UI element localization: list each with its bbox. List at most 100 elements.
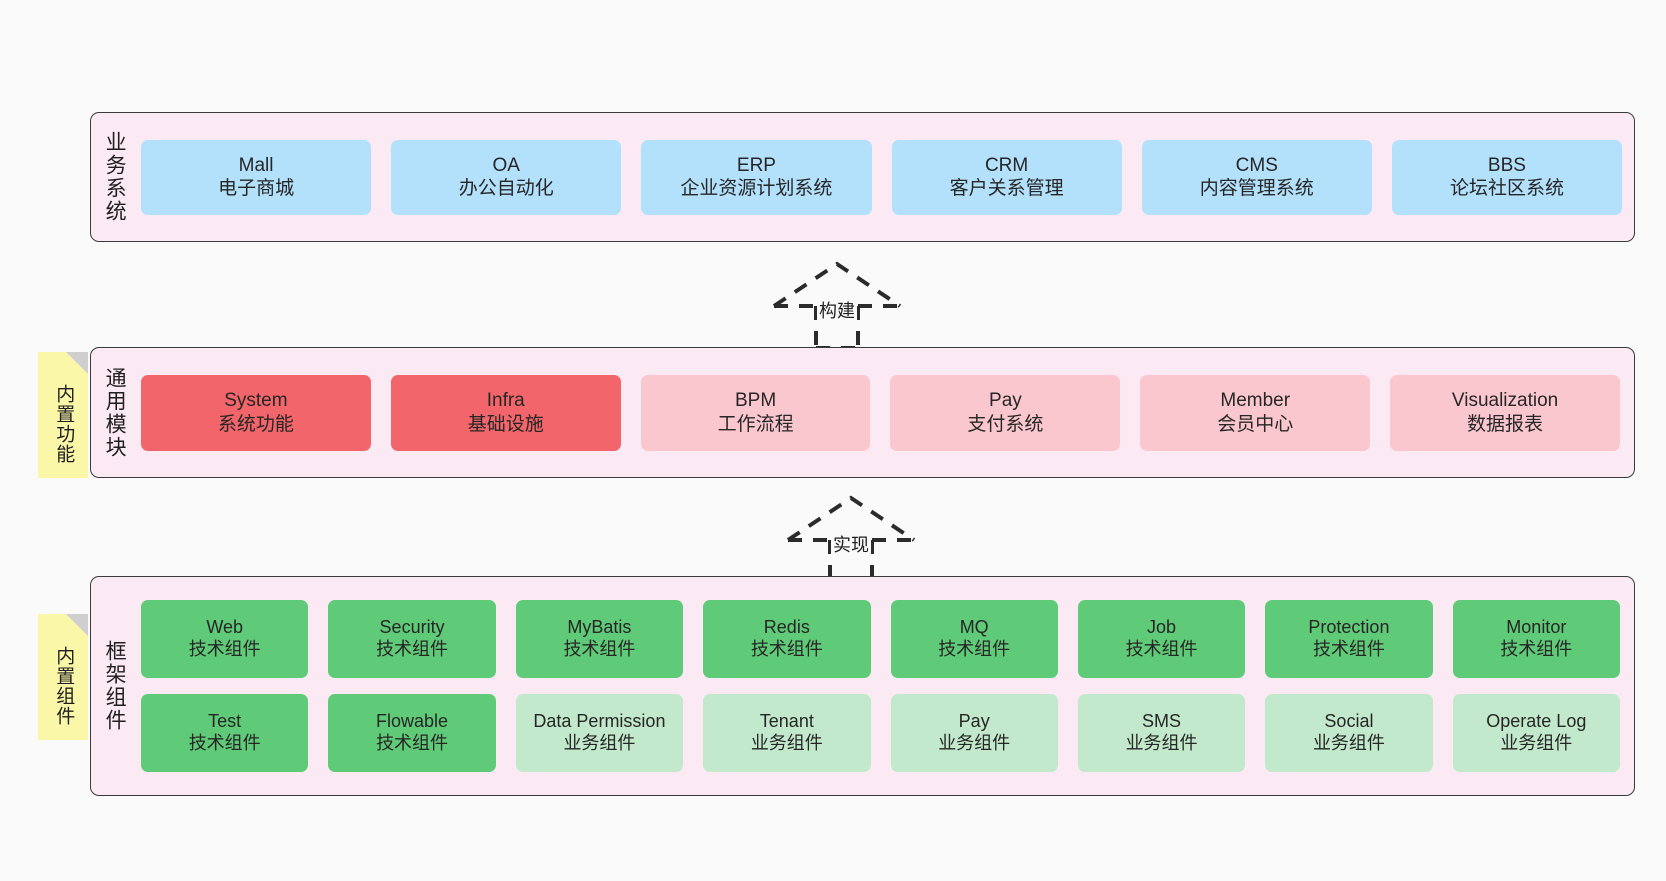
module-card-infra[interactable]: Infra 基础设施 — [390, 374, 621, 451]
sticky-note-builtin-functions: 内置功能 — [38, 352, 88, 478]
note-fold-corner-icon — [66, 614, 88, 636]
component-card-test[interactable]: Test 技术组件 — [141, 694, 309, 772]
generalization-arrow-realize: 实现 — [776, 492, 926, 584]
module-card-oa[interactable]: OA 办公自动化 — [391, 139, 622, 215]
component-name-cn: 技术组件 — [938, 639, 1011, 659]
layer-business-system: 业务系统 Mall 电子商城 OA 办公自动化 ERP 企业资源计划系统 CRM… — [90, 112, 1635, 242]
layer-title-framework-component: 框架组件 — [103, 640, 127, 732]
layer-title-business-system: 业务系统 — [103, 131, 127, 223]
module-card-member[interactable]: Member 会员中心 — [1140, 374, 1371, 451]
component-card-pay[interactable]: Pay 业务组件 — [890, 694, 1058, 772]
note-label: 内置功能 — [53, 384, 75, 464]
layer-framework-component: 框架组件 Web 技术组件 Security 技术组件 MyBatis 技术组件… — [90, 576, 1635, 796]
module-name-en: BPM — [734, 390, 777, 412]
module-card-system[interactable]: System 系统功能 — [141, 374, 371, 451]
module-card-bpm[interactable]: BPM 工作流程 — [640, 374, 871, 451]
component-name-cn: 技术组件 — [188, 733, 261, 753]
module-card-mall[interactable]: Mall 电子商城 — [141, 139, 372, 215]
component-name-en: Pay — [958, 711, 990, 732]
arrow-label-realize: 实现 — [831, 531, 871, 557]
layer-row: Mall 电子商城 OA 办公自动化 ERP 企业资源计划系统 CRM 客户关系… — [141, 139, 1623, 215]
component-card-sms[interactable]: SMS 业务组件 — [1077, 694, 1246, 772]
layer-common-module: 通用模块 System 系统功能 Infra 基础设施 BPM 工作流程 Pay… — [90, 347, 1635, 478]
component-name-cn: 技术组件 — [376, 639, 449, 659]
component-name-cn: 业务组件 — [938, 733, 1011, 753]
component-name-en: Social — [1324, 711, 1374, 732]
layer-row: System 系统功能 Infra 基础设施 BPM 工作流程 Pay 支付系统… — [141, 374, 1620, 451]
component-name-en: Operate Log — [1486, 711, 1587, 732]
component-card-protection[interactable]: Protection 技术组件 — [1265, 600, 1433, 678]
component-name-en: Data Permission — [533, 711, 666, 732]
module-name-en: OA — [492, 154, 520, 176]
component-card-operate-log[interactable]: Operate Log 业务组件 — [1452, 694, 1620, 772]
component-name-en: SMS — [1142, 711, 1182, 732]
module-card-bbs[interactable]: BBS 论坛社区系统 — [1391, 139, 1623, 215]
component-card-security[interactable]: Security 技术组件 — [328, 600, 496, 678]
module-name-cn: 会员中心 — [1217, 413, 1294, 435]
module-name-cn: 论坛社区系统 — [1449, 178, 1564, 199]
module-name-en: ERP — [736, 154, 776, 176]
component-name-cn: 业务组件 — [750, 733, 823, 753]
module-name-cn: 数据报表 — [1467, 413, 1544, 435]
component-card-mq[interactable]: MQ 技术组件 — [890, 600, 1058, 678]
layer-body-framework-component: Web 技术组件 Security 技术组件 MyBatis 技术组件 Redi… — [137, 577, 1634, 795]
generalization-arrow-build: 构建 — [762, 258, 912, 350]
module-name-en: CRM — [984, 154, 1029, 176]
module-name-cn: 企业资源计划系统 — [680, 178, 833, 199]
module-card-crm[interactable]: CRM 客户关系管理 — [891, 139, 1122, 215]
module-card-erp[interactable]: ERP 企业资源计划系统 — [641, 139, 872, 215]
module-name-cn: 电子商城 — [218, 178, 295, 199]
component-card-mybatis[interactable]: MyBatis 技术组件 — [515, 600, 684, 678]
module-name-cn: 基础设施 — [467, 413, 544, 435]
component-name-en: Web — [206, 617, 244, 638]
component-name-cn: 业务组件 — [563, 733, 636, 753]
component-name-en: Tenant — [759, 711, 814, 732]
component-card-web[interactable]: Web 技术组件 — [141, 600, 309, 678]
component-name-en: Job — [1147, 617, 1177, 638]
layer-row: Test 技术组件 Flowable 技术组件 Data Permission … — [141, 694, 1620, 772]
layer-title-common-module: 通用模块 — [103, 366, 127, 459]
component-card-social[interactable]: Social 业务组件 — [1265, 694, 1433, 772]
component-name-cn: 技术组件 — [188, 639, 261, 659]
component-card-monitor[interactable]: Monitor 技术组件 — [1452, 600, 1620, 678]
component-name-en: MyBatis — [567, 617, 632, 638]
component-name-en: Monitor — [1506, 617, 1567, 638]
module-name-cn: 工作流程 — [717, 413, 794, 435]
module-name-cn: 系统功能 — [217, 413, 294, 435]
module-name-en: Pay — [989, 390, 1022, 412]
component-name-en: Redis — [763, 617, 810, 638]
module-name-en: Member — [1220, 390, 1291, 412]
component-name-cn: 技术组件 — [563, 639, 636, 659]
layer-body-business-system: Mall 电子商城 OA 办公自动化 ERP 企业资源计划系统 CRM 客户关系… — [137, 113, 1634, 241]
component-name-en: MQ — [959, 617, 989, 638]
module-name-cn: 支付系统 — [967, 413, 1044, 435]
module-name-cn: 客户关系管理 — [949, 178, 1064, 199]
component-name-cn: 技术组件 — [376, 733, 449, 753]
note-label: 内置组件 — [53, 646, 75, 726]
component-card-redis[interactable]: Redis 技术组件 — [703, 600, 871, 678]
module-name-en: Infra — [486, 390, 525, 412]
component-card-flowable[interactable]: Flowable 技术组件 — [328, 694, 496, 772]
sticky-note-builtin-components: 内置组件 — [38, 614, 88, 740]
component-name-cn: 业务组件 — [1125, 733, 1198, 753]
component-name-cn: 技术组件 — [750, 639, 823, 659]
module-name-cn: 办公自动化 — [458, 178, 554, 199]
component-name-en: Flowable — [376, 711, 449, 732]
arrow-label-build: 构建 — [817, 297, 857, 323]
module-card-visualization[interactable]: Visualization 数据报表 — [1390, 374, 1620, 451]
module-name-en: BBS — [1487, 154, 1526, 176]
module-name-en: Visualization — [1451, 390, 1559, 412]
component-name-en: Protection — [1308, 617, 1390, 638]
component-name-cn: 技术组件 — [1500, 639, 1573, 659]
component-name-cn: 业务组件 — [1500, 733, 1573, 753]
module-card-pay[interactable]: Pay 支付系统 — [890, 374, 1121, 451]
module-card-cms[interactable]: CMS 内容管理系统 — [1141, 139, 1372, 215]
layer-row: Web 技术组件 Security 技术组件 MyBatis 技术组件 Redi… — [141, 600, 1620, 678]
module-name-en: CMS — [1235, 154, 1278, 176]
component-card-tenant[interactable]: Tenant 业务组件 — [703, 694, 871, 772]
component-name-en: Test — [208, 711, 242, 732]
component-card-data-permission[interactable]: Data Permission 业务组件 — [515, 694, 684, 772]
component-card-job[interactable]: Job 技术组件 — [1077, 600, 1246, 678]
component-name-cn: 业务组件 — [1312, 733, 1385, 753]
